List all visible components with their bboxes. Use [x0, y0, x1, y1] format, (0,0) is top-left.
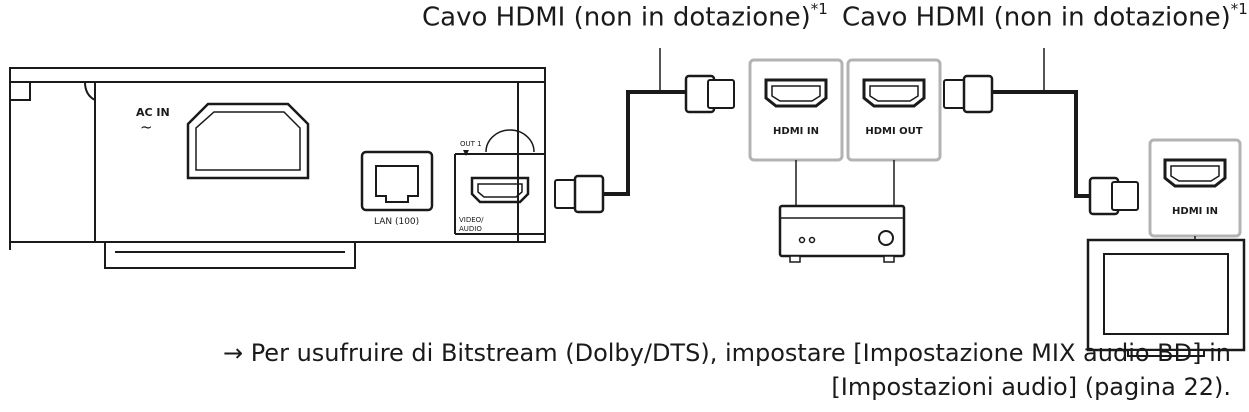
cable-label-right: Cavo HDMI (non in dotazione)*1	[842, 0, 1248, 33]
lan-port	[360, 150, 434, 212]
cable-label-left-text: Cavo HDMI (non in dotazione)	[422, 2, 811, 33]
ac-inlet	[186, 102, 310, 180]
cable-label-right-footnote: *1	[1230, 0, 1248, 18]
cable-label-right-text: Cavo HDMI (non in dotazione)	[842, 2, 1231, 33]
receiver-hdmi-in-label: HDMI IN	[773, 126, 819, 137]
audio-label: AUDIO	[459, 225, 482, 233]
receiver-hdmi-out-label: HDMI OUT	[865, 126, 922, 137]
hdmi-cable-2	[943, 48, 1139, 216]
ac-in-label: AC IN	[136, 106, 170, 119]
tv-hdmi-in: HDMI IN	[1148, 138, 1242, 268]
cable-label-left-footnote: *1	[810, 0, 828, 18]
video-label: VIDEO/	[459, 216, 484, 224]
bitstream-note-line-1: → Per usufruire di Bitstream (Dolby/DTS)…	[222, 339, 1231, 367]
ac-symbol: ~	[140, 118, 153, 136]
player-hdmi-port	[470, 176, 530, 204]
av-receiver	[778, 204, 906, 263]
out1-label: OUT 1	[460, 140, 482, 148]
player-panel-labels: AC IN ~ LAN (100) OUT 1 VIDEO/ AUDIO	[136, 106, 484, 233]
player-rear-panel	[9, 67, 546, 269]
bitstream-note-line-2: [Impostazioni audio] (pagina 22).	[831, 373, 1231, 401]
receiver-hdmi-out: HDMI OUT	[846, 58, 942, 206]
bitstream-note: → Per usufruire di Bitstream (Dolby/DTS)…	[223, 336, 1231, 404]
lan-label: LAN (100)	[374, 217, 419, 227]
receiver-hdmi-in: HDMI IN	[748, 58, 844, 206]
tv	[1086, 238, 1246, 357]
tv-hdmi-in-label: HDMI IN	[1172, 206, 1218, 217]
hdmi-cable-1	[554, 48, 735, 214]
cable-label-left: Cavo HDMI (non in dotazione)*1	[422, 0, 828, 33]
